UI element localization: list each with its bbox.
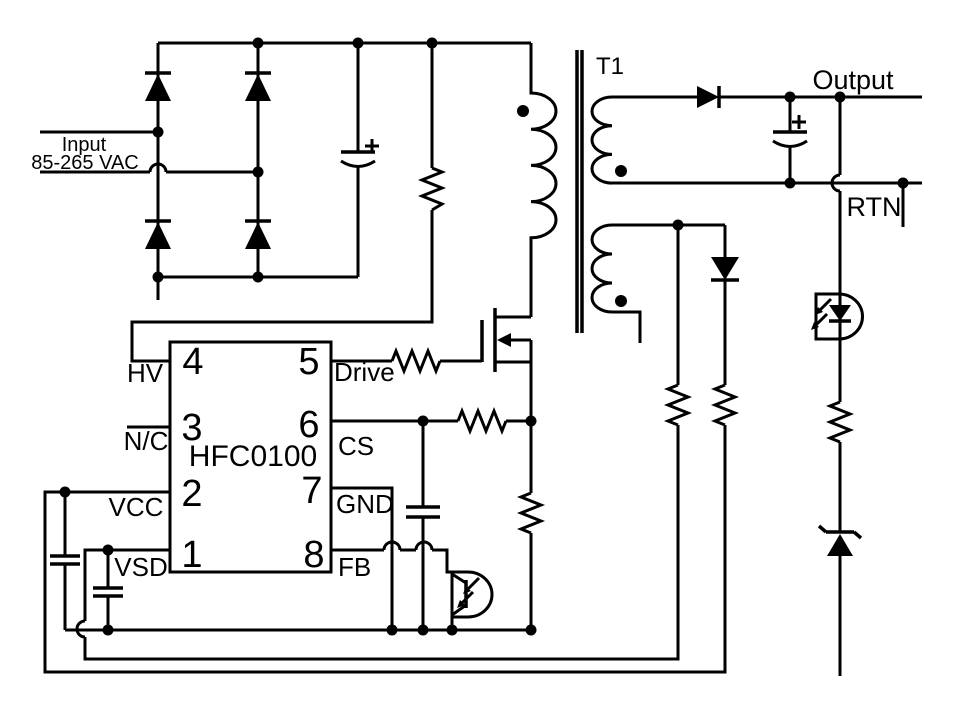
bulk-capacitor-icon (340, 43, 379, 277)
gate-resistor-icon (331, 346, 482, 376)
ic-pin-label-fb: FB (338, 552, 371, 582)
rtn-ground-icon (885, 228, 918, 244)
output-label: Output (812, 65, 894, 95)
ac-input-lines (40, 130, 258, 174)
ic-pin-number-3: 3 (181, 407, 202, 449)
drive-net (331, 346, 482, 376)
ic-pin-number-7: 7 (301, 470, 322, 512)
fb-net (331, 540, 494, 630)
primary-winding (529, 43, 558, 317)
ic-pin-number-8: 8 (303, 534, 324, 576)
vcc-supply-net (43, 225, 740, 674)
vcc-capacitor-icon (50, 492, 80, 630)
ic-pin-number-5: 5 (298, 341, 319, 383)
rtn-ground (885, 183, 918, 244)
led-series-resistor-icon (825, 400, 855, 532)
sense-resistor-icon (516, 421, 546, 630)
ic-pin-number-4: 4 (182, 341, 203, 383)
output-rail (612, 95, 922, 185)
bridge-diode-icon (145, 71, 271, 249)
transformer-t1 (517, 43, 725, 360)
controller-ground-icon (513, 634, 546, 650)
ic-pin-label-gnd: GND (336, 489, 394, 519)
optocoupler-phototransistor-icon (450, 570, 494, 630)
zener-diode-icon (817, 524, 863, 676)
core (575, 50, 584, 333)
rtn-label: RTN (846, 192, 901, 222)
ic-pin-label-cs: CS (338, 431, 374, 461)
bridge-rectifier (140, 43, 358, 317)
primary-ground-icon (140, 301, 173, 317)
optocoupler-led-icon (811, 292, 864, 341)
ic-pin-number-6: 6 (298, 404, 319, 446)
aux-diode-icon (711, 257, 739, 280)
input-voltage-label: 85-265 VAC (31, 152, 138, 174)
cs-filter-capacitor-icon (406, 421, 440, 630)
aux-phase-dot (615, 295, 627, 307)
ic-pin-number-1: 1 (181, 534, 202, 576)
output-capacitor-icon (772, 97, 808, 183)
transformer-label: T1 (596, 53, 624, 80)
ic-pin-label-nc: N/C (124, 426, 169, 456)
vcc-resistor-icon (43, 280, 740, 674)
mosfet-icon (480, 308, 533, 421)
junction-dots (59, 37, 909, 636)
zener-ground-icon (822, 677, 855, 693)
vsd-sense-net (75, 225, 693, 661)
input-label: Input (62, 134, 107, 156)
ic-pin-label-vcc: VCC (109, 492, 164, 522)
secondary-phase-dot (615, 165, 627, 177)
aux-ground-icon (622, 344, 655, 360)
ic-pin-label-drive: Drive (334, 357, 395, 387)
feedback-branch (811, 97, 864, 693)
ic-part-number: HFC0100 (189, 440, 317, 473)
hv-startup-resistor-icon (130, 43, 447, 363)
ic-pin-label-hv: HV (127, 358, 164, 388)
vsd-resistor-icon (75, 225, 693, 661)
ic-pin-number-2: 2 (181, 473, 202, 515)
secondary-winding (590, 95, 697, 185)
vsd-capacitor-icon (93, 550, 123, 630)
controller-ic (127, 340, 333, 574)
output-diode-icon (697, 86, 721, 108)
signal-ground-rail (65, 628, 546, 650)
primary-phase-dot (517, 105, 529, 117)
aux-winding (590, 223, 725, 343)
gnd-pin-net (331, 486, 394, 630)
ic-pin-label-vsd: VSD (114, 552, 167, 582)
